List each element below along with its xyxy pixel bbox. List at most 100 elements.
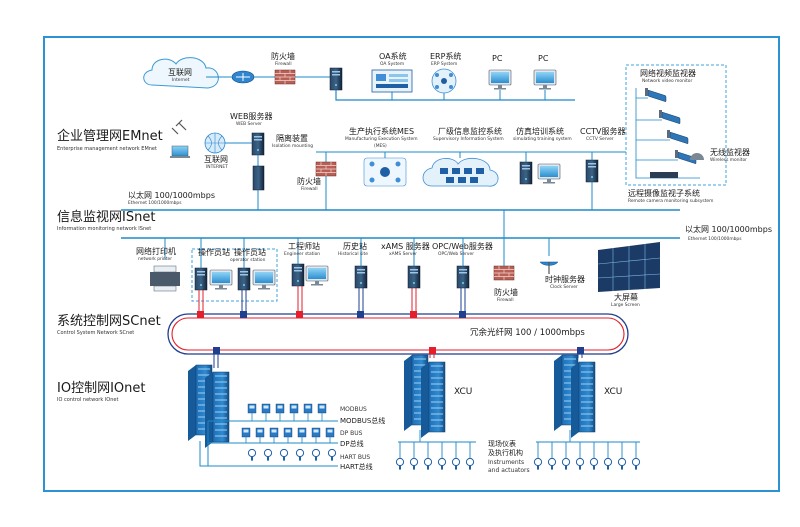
historical-label: 历史站 bbox=[343, 242, 367, 251]
firewall-icon bbox=[493, 265, 515, 281]
mes-sublabel2: (MES) bbox=[374, 144, 387, 149]
field-label-2: 及执行机构 bbox=[488, 449, 523, 457]
web-server-label: WEB服务器 bbox=[230, 112, 273, 121]
operator-monitor-icon bbox=[209, 269, 233, 290]
emnet-subtitle: Enterprise management network EMnet bbox=[57, 146, 157, 152]
oa-sublabel: OA System bbox=[380, 62, 405, 67]
firewall-label: 防火墙 bbox=[271, 52, 295, 61]
modbus-bus-label: MODBUS总线 bbox=[340, 417, 386, 425]
field-label-3: Instruments bbox=[488, 459, 525, 466]
modbus-label: MODBUS bbox=[340, 406, 367, 413]
camera-icon bbox=[644, 87, 667, 103]
isolation-device-icon bbox=[252, 165, 265, 191]
training-label: 仿真培训系统 bbox=[516, 127, 564, 136]
xcu1-instruments bbox=[395, 457, 475, 471]
scnet-subtitle: Control System Network SCnet bbox=[57, 330, 135, 336]
mes-label: 生产执行系统MES bbox=[349, 127, 415, 136]
pc-monitor-icon bbox=[488, 69, 512, 90]
pc2-label: PC bbox=[538, 54, 549, 63]
engineer-server-icon bbox=[291, 263, 305, 287]
firewall3-sublabel: Firewall bbox=[497, 298, 514, 303]
xams-sublabel: xAMS Server bbox=[389, 252, 417, 257]
hart-devices bbox=[247, 448, 337, 462]
video-monitor-label: 网络视频监视器 bbox=[640, 69, 696, 78]
firewall2-sublabel: Firewall bbox=[301, 187, 318, 192]
engineer-label: 工程师站 bbox=[288, 242, 320, 251]
historical-sublabel: Historical site bbox=[338, 252, 368, 257]
opc-label: OPC/Web服务器 bbox=[432, 242, 493, 251]
isolation-label: 隔离装置 bbox=[276, 134, 308, 143]
printer-label: 网络打印机 bbox=[136, 247, 176, 256]
isnet-title: 信息监视网ISnet bbox=[57, 210, 156, 225]
io-cabinet-icon bbox=[204, 371, 230, 449]
engineer-sublabel: Engineer station bbox=[284, 252, 321, 257]
ethernet-left-label: 以太网 100/1000mbps bbox=[128, 191, 215, 200]
firewall-icon bbox=[315, 161, 337, 177]
training-server-icon bbox=[519, 161, 533, 185]
redundant-ring-inner bbox=[171, 317, 625, 351]
firewall-icon bbox=[274, 69, 296, 85]
redundant-ring-outer bbox=[167, 313, 629, 355]
ring-connectors bbox=[198, 286, 583, 368]
ionet-title: IO控制网IOnet bbox=[57, 381, 146, 396]
clock-antenna-icon bbox=[539, 261, 559, 274]
ethernet-left-sublabel: Ethernet 100/1000mbps bbox=[128, 201, 182, 206]
operator-server-icon bbox=[237, 267, 251, 291]
xcu-cabinet-icon bbox=[420, 361, 446, 439]
video-monitor-sublabel: Network video monitor bbox=[642, 79, 693, 84]
ionet-subtitle: IO control network IOnet bbox=[57, 397, 119, 403]
firewall3-label: 防火墙 bbox=[494, 288, 518, 297]
internet-label: 互联网 bbox=[168, 68, 192, 77]
remote-cam-label: 远程摄像监视子系统 bbox=[628, 189, 700, 198]
internet2-label: 互联网 bbox=[204, 155, 228, 164]
xams-label: xAMS 服务器 bbox=[381, 242, 430, 251]
wireless-label: 无线监视器 bbox=[710, 148, 750, 157]
cctv-label: CCTV服务器 bbox=[580, 127, 626, 136]
ring-connector-nodes bbox=[197, 311, 584, 354]
firewall-sublabel: Firewall bbox=[275, 62, 292, 67]
ethernet-right-sublabel: Ethernet 100/1000mbps bbox=[688, 237, 742, 242]
operator-monitor-icon bbox=[252, 269, 276, 290]
xcu2-label: XCU bbox=[604, 387, 623, 397]
large-screen-sublabel: Large Screen bbox=[611, 303, 640, 308]
xcu1-label: XCU bbox=[454, 387, 473, 397]
dvr-device-icon bbox=[650, 172, 678, 178]
remote-cam-sublabel: Remote camera monitoring subsystem bbox=[628, 199, 714, 204]
training-sublabel: simulating training system bbox=[513, 137, 572, 142]
xams-server-icon bbox=[407, 265, 421, 289]
firewall2-label: 防火墙 bbox=[297, 177, 321, 186]
camera-icon bbox=[666, 129, 689, 145]
large-screen-label: 大屏幕 bbox=[614, 293, 638, 302]
internet-sublabel: Internet bbox=[172, 78, 190, 83]
isolation-sublabel: Isolation mounting bbox=[272, 144, 314, 149]
globe-icon bbox=[204, 132, 226, 154]
field-label-1: 现场仪表 bbox=[488, 440, 516, 448]
printer-sublabel: network printer bbox=[138, 257, 173, 262]
outer-frame bbox=[43, 36, 780, 492]
supervisory-sublabel: Supervisory Information System bbox=[433, 137, 504, 142]
wireless-sublabel: Wireless monitor bbox=[710, 158, 747, 163]
mes-icons bbox=[363, 157, 407, 187]
xcu1-field-tree bbox=[398, 430, 476, 460]
mes-sublabel: Manufacturing Execution System bbox=[345, 137, 418, 142]
clock-sublabel: Clock Server bbox=[550, 285, 578, 290]
satellite-icon bbox=[171, 119, 187, 135]
dp-bus-label: DP BUS bbox=[340, 430, 363, 437]
hart-bus-zh-label: HART总线 bbox=[340, 463, 373, 471]
web-server-sublabel: WEB Server bbox=[236, 122, 262, 127]
dome-camera-icon bbox=[690, 153, 704, 160]
scnet-title: 系统控制网SCnet bbox=[57, 314, 161, 329]
server-icon bbox=[329, 67, 343, 91]
xcu2-field-tree bbox=[536, 430, 640, 460]
training-monitor-icon bbox=[537, 163, 561, 184]
xcu-cabinet-icon bbox=[570, 361, 596, 439]
erp-label: ERP系统 bbox=[430, 52, 462, 61]
erp-system-icon bbox=[431, 68, 457, 94]
cctv-sublabel: CCTV Server bbox=[586, 137, 614, 142]
internet2-sublabel: INTERNET bbox=[206, 165, 228, 170]
web-server-icon bbox=[251, 132, 265, 156]
ring-label: 冗余光纤网 100 / 1000mbps bbox=[470, 328, 585, 338]
erp-sublabel: ERP System bbox=[431, 62, 458, 67]
cctv-subsystem-box bbox=[625, 64, 727, 186]
historical-server-icon bbox=[354, 265, 368, 289]
